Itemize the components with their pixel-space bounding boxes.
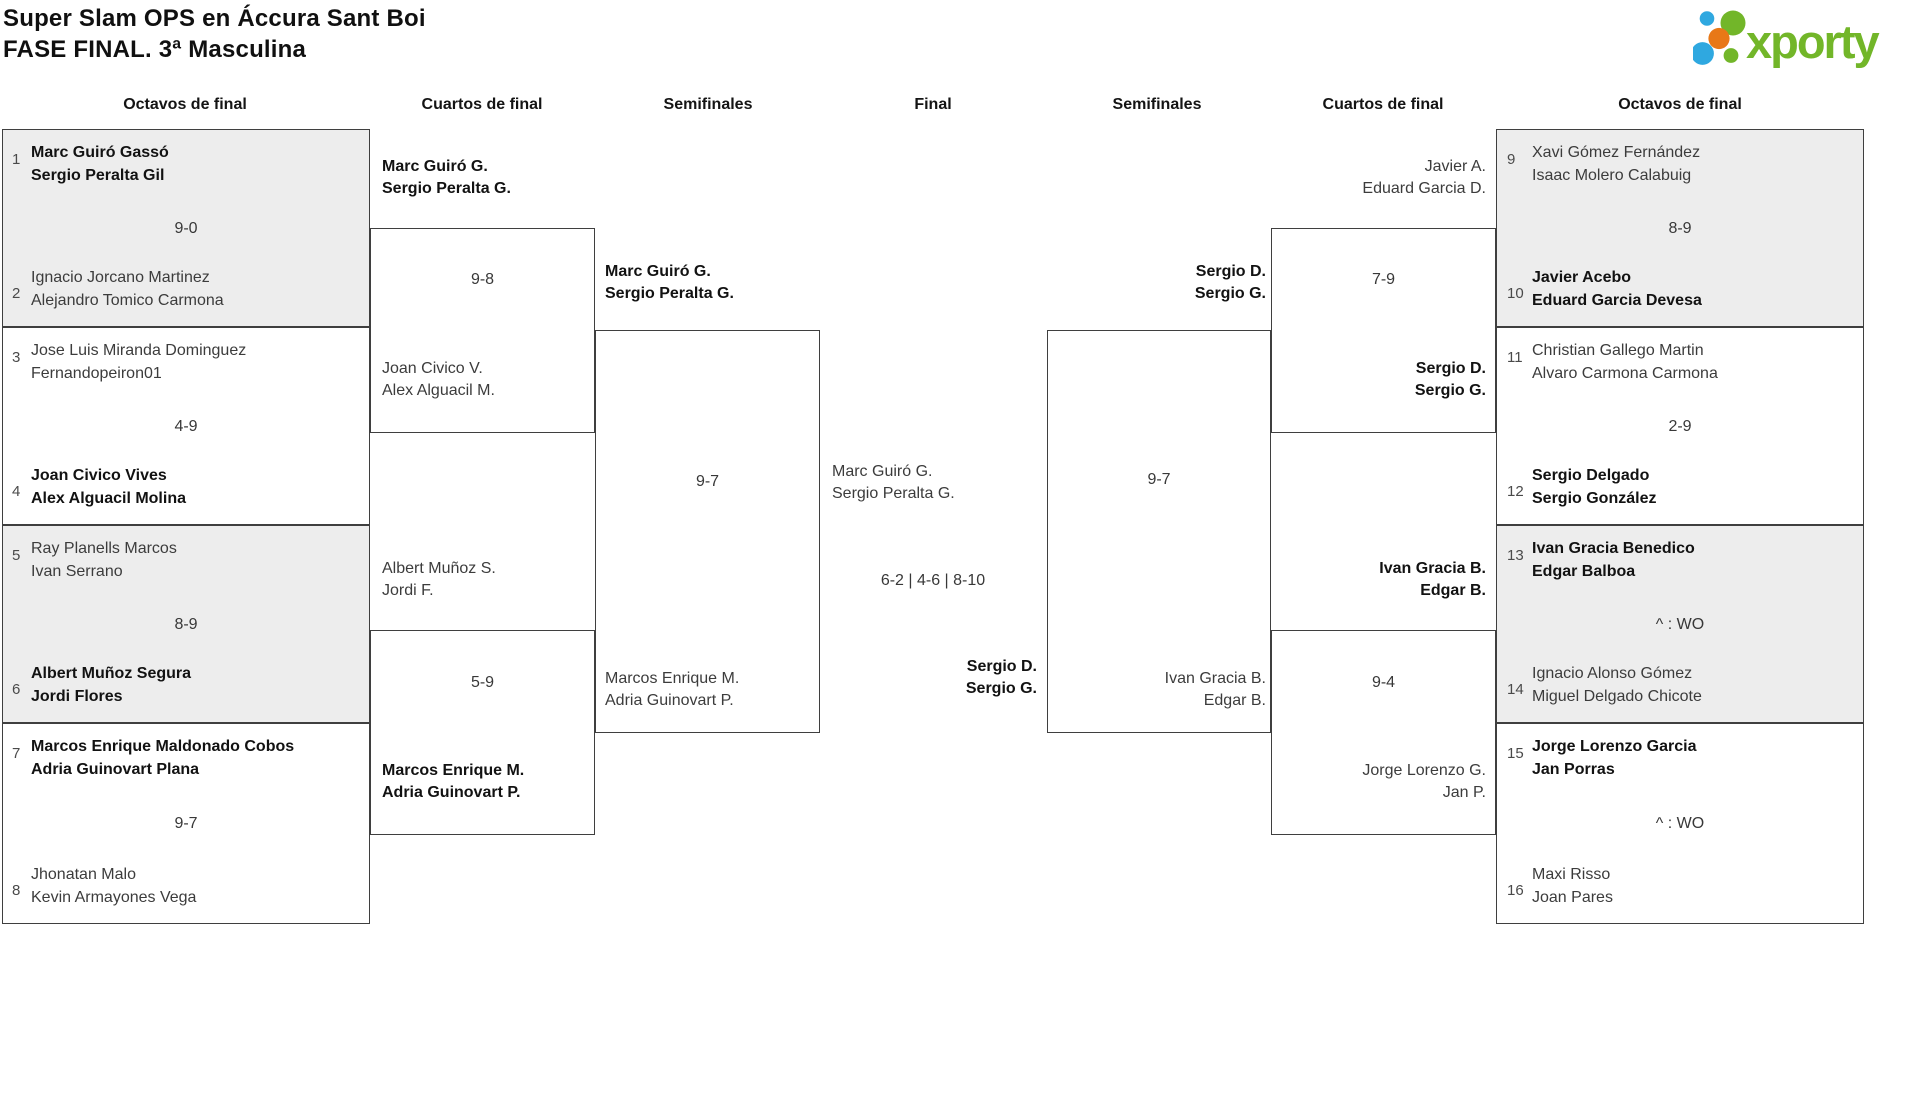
match-score: 8-9 [1668, 220, 1692, 237]
team-names: Sergio D. Sergio G. [1414, 360, 1486, 399]
seed-number: 4 [12, 483, 21, 500]
match-score: 9-7 [695, 473, 720, 490]
match-score: 8-9 [174, 616, 198, 633]
round-header-semis-right: Semifinales [1112, 96, 1202, 113]
logo-dot-blue-large [1693, 42, 1714, 65]
team-names: Marc Guiró G. Sergio Peralta G. [382, 158, 511, 197]
seed-number: 5 [12, 547, 21, 564]
seed-number: 2 [12, 285, 21, 302]
round-header-octavos-left: Octavos de final [123, 96, 247, 113]
logo-dot-blue-small [1699, 11, 1715, 26]
logo-dot-orange [1708, 27, 1730, 50]
team-names: Albert Muñoz Segura Jordi Flores [31, 665, 192, 705]
match-score: 9-7 [174, 815, 198, 832]
seed-number: 9 [1507, 151, 1516, 168]
team-names: Joan Civico V. Alex Alguacil M. [382, 360, 495, 399]
team-names: Sergio Delgado Sergio González [1532, 467, 1657, 507]
seed-number: 11 [1507, 349, 1523, 366]
seed-number: 1 [12, 151, 21, 168]
match-box-cuartos-right-1[interactable]: 7-9 [1271, 228, 1496, 433]
team-names: Ivan Gracia Benedico Edgar Balboa [1532, 540, 1695, 580]
match-box-octavos-2[interactable]: 3 Jose Luis Miranda Dominguez Fernandope… [2, 327, 370, 525]
match-box-cuartos-right-2[interactable]: 9-4 [1271, 630, 1496, 835]
match-score: 2-9 [1668, 418, 1692, 435]
team-names: Sergio D. Sergio G. [965, 658, 1037, 697]
seed-number: 15 [1507, 745, 1524, 762]
seed-number: 7 [12, 745, 21, 762]
team-names: Xavi Gómez Fernández Isaac Molero Calabu… [1532, 144, 1701, 184]
team-names: Ignacio Alonso Gómez Miguel Delgado Chic… [1532, 665, 1702, 705]
match-score: 9-7 [1147, 471, 1171, 488]
phase-category: FASE FINAL. 3ª Masculina [3, 36, 307, 63]
match-box-octavos-7[interactable]: 13 Ivan Gracia Benedico Edgar Balboa ^ :… [1496, 525, 1864, 723]
logo-wordmark: xporty [1746, 15, 1880, 68]
team-names: Ivan Gracia B. Edgar B. [1164, 670, 1266, 709]
match-score: 4-9 [174, 418, 198, 435]
team-names: Sergio D. Sergio G. [1194, 263, 1266, 302]
team-names: Ignacio Jorcano Martinez Alejandro Tomic… [31, 269, 224, 309]
match-box-semifinal-right[interactable]: 9-7 [1047, 330, 1271, 733]
match-box-octavos-8[interactable]: 15 Jorge Lorenzo Garcia Jan Porras ^ : W… [1496, 723, 1864, 924]
seed-number: 8 [12, 882, 21, 899]
team-names: Marcos Enrique M. Adria Guinovart P. [382, 762, 525, 801]
team-names: Jhonatan Malo Kevin Armayones Vega [31, 866, 197, 906]
match-box-cuartos-left-2[interactable]: 5-9 [370, 630, 595, 835]
match-score: 9-8 [470, 271, 495, 288]
xporty-logo[interactable]: xporty [1693, 6, 1911, 68]
team-names: Ivan Gracia B. Edgar B. [1379, 560, 1486, 599]
tournament-name: Super Slam OPS en Áccura Sant Boi [3, 5, 426, 32]
match-score: ^ : WO [1655, 815, 1705, 832]
match-box-semifinal-left[interactable]: 9-7 [595, 330, 820, 733]
team-names: Jose Luis Miranda Dominguez Fernandopeir… [31, 342, 247, 382]
match-box-cuartos-left-1[interactable]: 9-8 [370, 228, 595, 433]
team-names: Albert Muñoz S. Jordi F. [382, 560, 496, 599]
match-score: 7-9 [1371, 271, 1396, 288]
match-box-octavos-1[interactable]: 1 Marc Guiró Gassó Sergio Peralta Gil 9-… [2, 129, 370, 327]
seed-number: 12 [1507, 483, 1524, 500]
match-box-octavos-5[interactable]: 9 Xavi Gómez Fernández Isaac Molero Cala… [1496, 129, 1864, 327]
team-names: Joan Civico Vives Alex Alguacil Molina [31, 467, 186, 507]
team-names: Christian Gallego Martin Alvaro Carmona … [1532, 342, 1718, 382]
logo-dot-green-small [1723, 48, 1739, 63]
seed-number: 6 [12, 681, 21, 698]
team-names: Marc Guiró G. Sergio Peralta G. [832, 463, 955, 502]
team-names: Maxi Risso Joan Pares [1532, 866, 1613, 906]
seed-number: 16 [1507, 882, 1524, 899]
page-title: Super Slam OPS en Áccura Sant Boi FASE F… [3, 3, 426, 65]
team-names: Jorge Lorenzo Garcia Jan Porras [1532, 738, 1697, 778]
match-box-octavos-6[interactable]: 11 Christian Gallego Martin Alvaro Carmo… [1496, 327, 1864, 525]
seed-number: 10 [1507, 285, 1524, 302]
round-header-cuartos-left: Cuartos de final [421, 96, 543, 113]
round-header-semis-left: Semifinales [663, 96, 753, 113]
team-names: Javier Acebo Eduard Garcia Devesa [1532, 269, 1702, 309]
match-score: 9-4 [1371, 674, 1396, 691]
round-header-octavos-right: Octavos de final [1618, 96, 1742, 113]
seed-number: 14 [1507, 681, 1524, 698]
match-box-octavos-4[interactable]: 7 Marcos Enrique Maldonado Cobos Adria G… [2, 723, 370, 924]
round-header-final: Final [914, 96, 952, 113]
team-names: Jorge Lorenzo G. Jan P. [1362, 762, 1486, 801]
match-box-octavos-3[interactable]: 5 Ray Planells Marcos Ivan Serrano 8-9 6… [2, 525, 370, 723]
match-score: 5-9 [470, 674, 495, 691]
team-names: Javier A. Eduard Garcia D. [1362, 158, 1486, 197]
seed-number: 3 [12, 349, 21, 366]
match-score: 9-0 [174, 220, 198, 237]
team-names: Marcos Enrique M. Adria Guinovart P. [605, 670, 740, 709]
round-header-cuartos-right: Cuartos de final [1322, 96, 1444, 113]
team-names: Marc Guiró G. Sergio Peralta G. [605, 263, 734, 302]
seed-number: 13 [1507, 547, 1524, 564]
team-names: Ray Planells Marcos Ivan Serrano [31, 540, 177, 580]
team-names: Marc Guiró Gassó Sergio Peralta Gil [31, 144, 169, 184]
team-names: Marcos Enrique Maldonado Cobos Adria Gui… [31, 738, 295, 778]
final-score: 6-2 | 4-6 | 8-10 [880, 572, 986, 589]
match-score: ^ : WO [1655, 616, 1705, 633]
logo-dot-green-large [1720, 10, 1746, 36]
